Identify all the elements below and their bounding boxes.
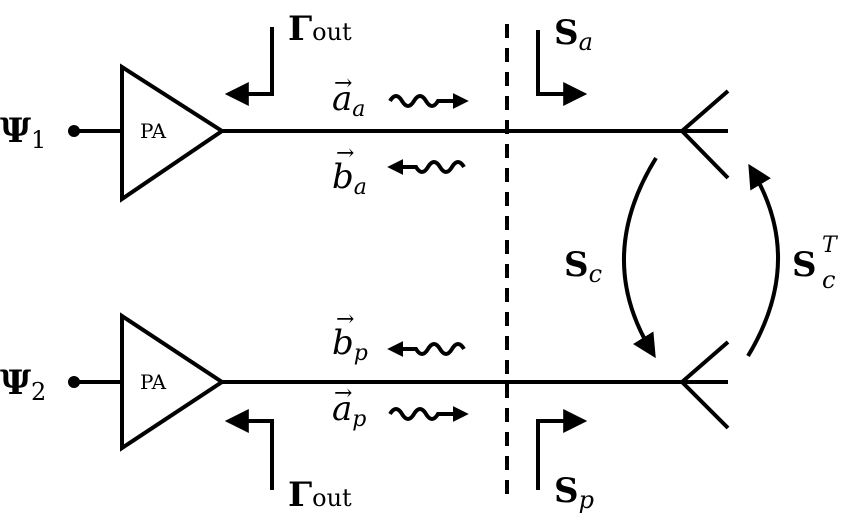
wave-symbol-a-a: aa [332, 79, 365, 122]
vector-arrow-b-p: → [336, 307, 354, 332]
coupling-arrow-s-c-transpose [746, 163, 781, 358]
gamma-out-label-top: Γout [288, 9, 352, 49]
amplifier-triangle-2 [120, 312, 226, 452]
s-a-arrow [536, 30, 588, 106]
vector-arrow-a-a: → [334, 71, 352, 96]
s-a-label: Sa [554, 13, 593, 56]
wave-arrow-forward-bottom [388, 406, 469, 422]
gamma-out-arrow-top [224, 27, 274, 106]
wave-arrow-backward-top [387, 159, 466, 175]
gamma-out-label-bottom: Γout [288, 475, 352, 515]
wave-symbol-b-a: ba [332, 157, 367, 200]
wave-arrow-backward-bottom [387, 341, 466, 357]
coupling-arrow-s-c [622, 156, 658, 359]
top-branch: Ψ1 PA Γout → aa → ba [0, 9, 730, 203]
coupling: Sc S T c [564, 156, 839, 359]
amplifier-triangle-1 [120, 63, 226, 203]
wave-label-b-p: → bp [332, 307, 368, 366]
s-c-transpose-sup: T [822, 233, 839, 258]
wave-symbol-a-p: ap [332, 389, 366, 432]
s-c-transpose-label: S T c [792, 233, 839, 294]
gamma-out-arrow-bottom [224, 409, 274, 490]
amplifier-label-2: PA [140, 370, 167, 394]
amplifier-label-1: PA [140, 119, 167, 143]
s-c-label: Sc [564, 245, 602, 288]
antenna-icon-2 [680, 340, 730, 430]
s-p-arrow [536, 409, 588, 490]
wave-symbol-b-p: bp [332, 323, 368, 366]
vector-arrow-a-p: → [334, 381, 352, 406]
input-label-psi-1: Ψ1 [0, 111, 46, 154]
s-c-transpose-sub: c [822, 266, 835, 294]
wave-label-a-p: → ap [332, 381, 366, 432]
s-c-transpose-base: S [792, 245, 817, 285]
s-p-label: Sp [554, 471, 594, 514]
input-label-psi-2: Ψ2 [0, 363, 46, 406]
wave-arrow-forward-top [388, 93, 469, 109]
vector-arrow-b-a: → [336, 141, 354, 166]
wave-label-b-a: → ba [332, 141, 367, 200]
bottom-branch: Ψ2 PA → bp → ap Γout [0, 307, 730, 515]
antenna-icon-1 [680, 89, 730, 180]
wave-label-a-a: → aa [332, 71, 365, 122]
